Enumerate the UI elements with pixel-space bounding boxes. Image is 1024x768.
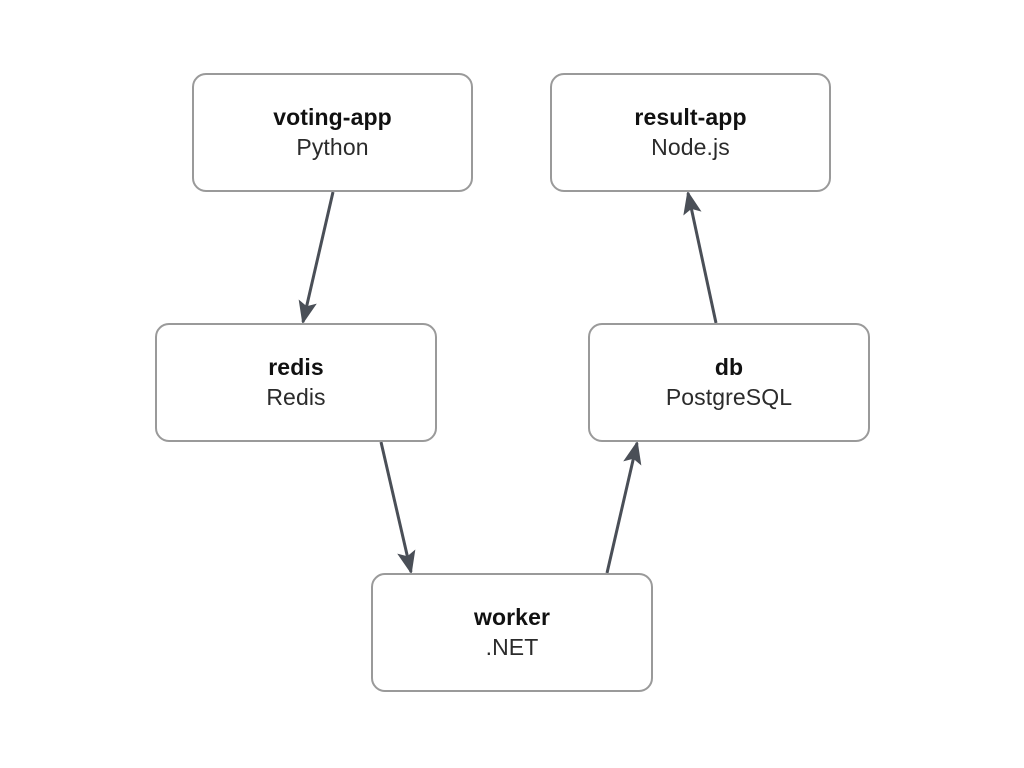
node-result-app[interactable]: result-app Node.js xyxy=(550,73,831,192)
node-subtitle: PostgreSQL xyxy=(665,383,793,410)
node-subtitle: Python xyxy=(296,133,369,160)
node-subtitle: Redis xyxy=(266,383,326,410)
node-title: db xyxy=(714,354,744,381)
node-redis[interactable]: redis Redis xyxy=(155,323,437,442)
edge-voting-app-to-redis xyxy=(298,191,335,325)
node-worker[interactable]: worker .NET xyxy=(371,573,653,692)
node-title: voting-app xyxy=(273,104,392,131)
node-title: worker xyxy=(473,604,551,631)
node-title: redis xyxy=(268,354,324,381)
edge-worker-to-db xyxy=(605,440,642,574)
node-subtitle: .NET xyxy=(485,633,539,660)
edge-redis-to-worker xyxy=(379,441,416,575)
node-db[interactable]: db PostgreSQL xyxy=(588,323,870,442)
node-title: result-app xyxy=(634,104,747,131)
edge-db-to-result-app xyxy=(683,190,718,324)
node-subtitle: Node.js xyxy=(651,133,730,160)
node-voting-app[interactable]: voting-app Python xyxy=(192,73,473,192)
